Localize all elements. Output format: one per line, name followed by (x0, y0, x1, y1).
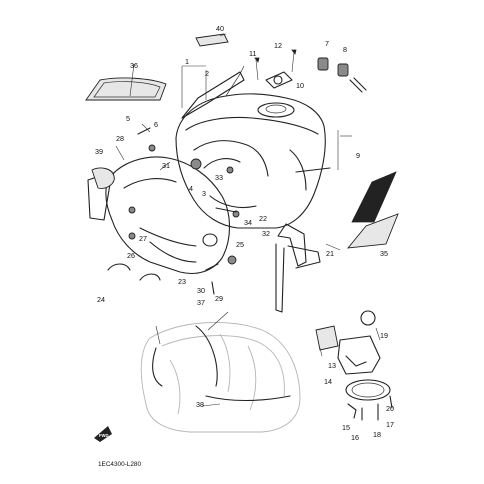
callout: 7 (325, 39, 329, 48)
callout: 10 (296, 81, 304, 90)
pump-ring (345, 379, 393, 421)
callout-labels: 1 2 3 4 5 6 7 8 9 10 11 12 13 14 15 16 1… (95, 24, 394, 442)
part-36-pad (85, 77, 167, 101)
callout: 38 (196, 400, 204, 409)
fasteners (128, 127, 331, 295)
callout: 22 (259, 214, 267, 223)
diagram-code: 1EC4300-L280 (98, 461, 141, 468)
callout: 1 (185, 57, 189, 66)
right-side-cover (346, 171, 399, 249)
fuel-tank (175, 65, 326, 229)
callout: 11 (249, 49, 256, 58)
callout: 32 (262, 229, 270, 238)
ghost-fuel-tank (140, 322, 301, 433)
callout: 36 (130, 61, 138, 70)
callout: 23 (178, 277, 186, 286)
callout: 29 (215, 294, 223, 303)
callout: 9 (356, 151, 360, 160)
forward-arrow-icon: FWD (94, 426, 112, 442)
callout: 4 (189, 184, 193, 193)
callout: 19 (380, 331, 388, 340)
callout: 31 (162, 161, 170, 170)
callout: 28 (116, 134, 124, 143)
forward-label: FWD (99, 433, 109, 438)
callout: 16 (351, 433, 359, 442)
callout: 6 (154, 120, 158, 129)
part-40-pad (195, 33, 229, 47)
leader-lines (115, 33, 381, 407)
callout: 27 (139, 234, 147, 243)
callout: 20 (386, 404, 394, 413)
callout: 37 (197, 298, 205, 307)
part-39-pad (91, 167, 115, 189)
callout: 39 (95, 147, 103, 156)
callout: 12 (274, 41, 282, 50)
callout: 3 (202, 189, 206, 198)
callout: 35 (380, 249, 388, 258)
callout: 15 (342, 423, 350, 432)
callout: 24 (97, 295, 105, 304)
callout: 2 (205, 69, 209, 78)
callout: 30 (197, 286, 205, 295)
callout: 5 (126, 114, 130, 123)
bracket (275, 223, 321, 313)
left-side-cover (87, 156, 230, 275)
rubber-strap-24 (107, 263, 161, 281)
callout: 33 (215, 173, 223, 182)
fuel-pump (315, 310, 381, 375)
callout: 8 (343, 45, 347, 54)
callout: 21 (326, 249, 334, 258)
callout: 26 (127, 251, 135, 260)
hose-37-38 (152, 325, 291, 402)
callout: 17 (386, 420, 394, 429)
callout: 40 (216, 24, 224, 33)
callout: 25 (236, 240, 244, 249)
callout: 18 (373, 430, 381, 439)
callout: 14 (324, 377, 332, 386)
callout: 34 (244, 218, 252, 227)
callout: 13 (328, 361, 336, 370)
fuel-cap-assembly (254, 49, 367, 93)
